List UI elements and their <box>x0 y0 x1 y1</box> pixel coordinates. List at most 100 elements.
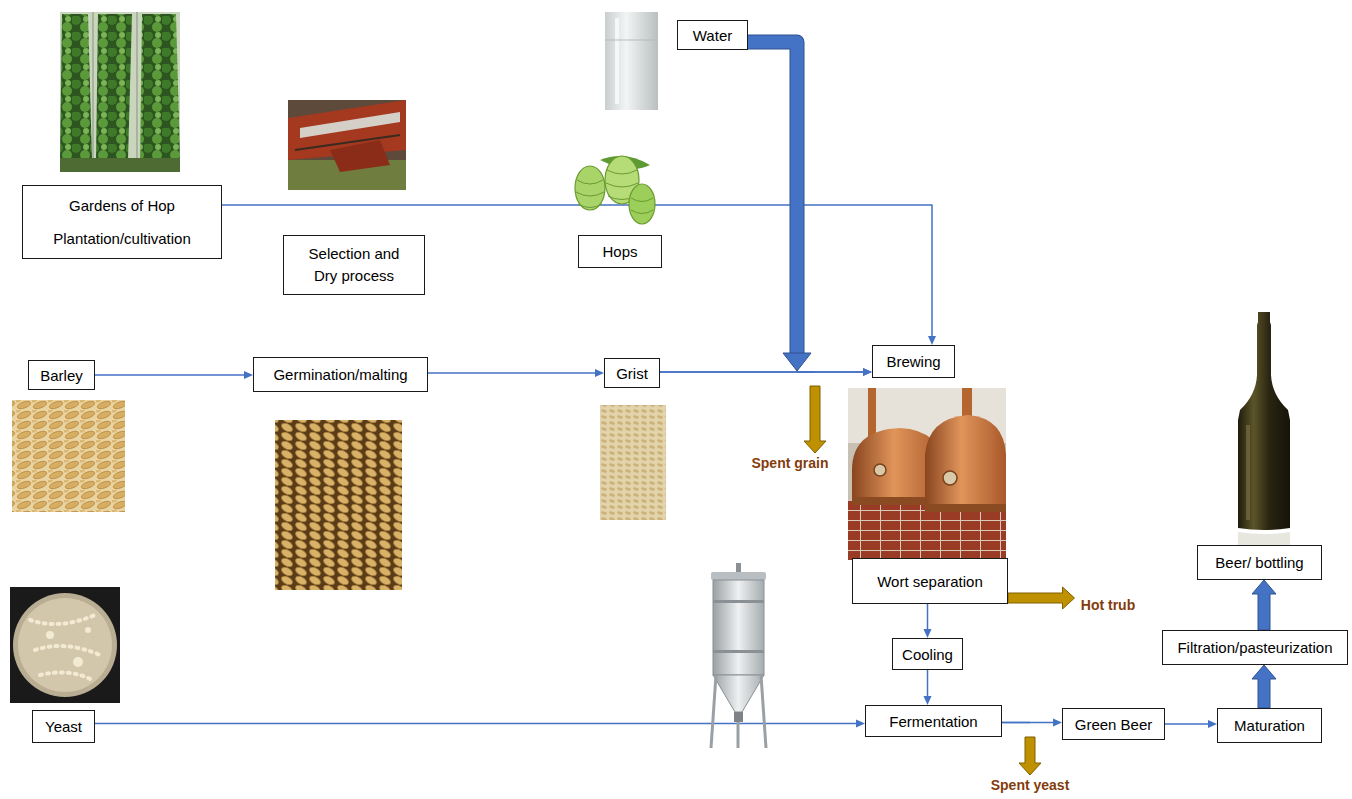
flow-connector <box>660 368 872 376</box>
illustration-part <box>925 415 1006 512</box>
illustration-part <box>848 388 1006 560</box>
arrow-head <box>244 371 253 379</box>
barley-photo <box>12 400 125 512</box>
flow-connector <box>1165 720 1217 728</box>
process-box: Cooling <box>892 638 963 670</box>
process-box: Green Beer <box>1062 708 1165 740</box>
illustration-part <box>288 100 406 190</box>
node-label: Green Beer <box>1075 716 1153 733</box>
illustration-part <box>711 675 716 748</box>
flow-connector <box>1002 719 1062 727</box>
node-label: Filtration/pasteurization <box>1177 639 1332 656</box>
illustration-part <box>605 40 658 41</box>
illustration-part <box>10 587 120 703</box>
process-box: Gardens of Hop Plantation/cultivation <box>22 185 222 259</box>
illustration-part <box>868 388 876 438</box>
flow-connector <box>428 369 604 377</box>
illustration-part <box>93 12 94 160</box>
flow-connector <box>1252 580 1276 630</box>
process-box: Filtration/pasteurization <box>1162 630 1348 665</box>
node-label: Selection and Dry process <box>298 243 410 287</box>
flow-connector <box>924 604 932 638</box>
illustration-part <box>85 627 91 633</box>
beer-bottle-photo <box>1238 312 1290 550</box>
arrow-head <box>924 696 932 705</box>
byproduct-label: Spent grain <box>745 453 835 473</box>
arrow-head <box>924 629 932 638</box>
node-label: Wort separation <box>877 573 983 590</box>
illustration-part <box>60 158 180 172</box>
node-label: Yeast <box>45 718 82 735</box>
connector-line <box>428 372 598 374</box>
illustration-part <box>73 657 83 667</box>
yeast-dish-photo <box>10 587 120 703</box>
illustration-part <box>943 471 957 485</box>
arrow-head <box>863 368 872 376</box>
illustration-part <box>713 580 764 675</box>
flow-connector <box>95 371 253 379</box>
illustration-part <box>140 14 180 160</box>
flow-connector <box>748 42 872 376</box>
illustration-part <box>605 12 658 110</box>
malt-photo <box>275 420 402 590</box>
illustration-part <box>575 166 605 210</box>
illustration-part <box>713 650 764 653</box>
process-box: Brewing <box>872 345 955 378</box>
water-arrow <box>748 42 797 354</box>
node-label: Spent yeast <box>991 777 1070 793</box>
block-arrow <box>1008 587 1075 609</box>
illustration-part <box>576 180 604 208</box>
connector-line <box>222 205 932 339</box>
illustration-part <box>736 563 741 572</box>
process-box: Wort separation <box>852 558 1008 604</box>
water-arrow <box>748 42 797 354</box>
flow-connector <box>660 372 826 453</box>
process-box: Fermentation <box>865 705 1002 737</box>
connector-line <box>95 723 859 725</box>
arrow-head <box>1053 719 1062 727</box>
illustration-part <box>711 572 766 580</box>
node-label: Gardens of Hop Plantation/cultivation <box>31 189 213 255</box>
connector-line <box>1165 723 1211 725</box>
node-label: Water <box>693 27 732 44</box>
flow-connector <box>924 670 932 705</box>
node-label: Brewing <box>886 353 940 370</box>
arrow-head <box>928 336 936 345</box>
connector-line <box>1002 722 1056 724</box>
brew-kettles-photo <box>848 388 1006 560</box>
block-arrow <box>1252 580 1276 630</box>
arrow-head <box>863 368 872 376</box>
flow-connector <box>1002 723 1041 776</box>
node-label: Germination/malting <box>273 366 407 383</box>
process-box: Barley <box>28 360 95 390</box>
flow-connector <box>95 720 865 728</box>
node-label: Hot trub <box>1081 597 1135 613</box>
illustration-part <box>30 615 100 680</box>
illustration-part <box>600 405 666 520</box>
node-label: Spent grain <box>751 455 828 471</box>
illustration-part <box>713 600 764 603</box>
node-label: Barley <box>40 367 83 384</box>
illustration-part <box>12 400 125 512</box>
illustration-part <box>925 504 1006 512</box>
illustration-part <box>13 593 117 697</box>
arrow-head <box>783 353 811 371</box>
process-box: Maturation <box>1217 708 1322 743</box>
illustration-part <box>137 12 138 160</box>
hop-cones-photo <box>575 156 655 224</box>
connector-line <box>927 604 929 632</box>
block-arrow <box>804 386 826 453</box>
flow-connector <box>1008 587 1075 609</box>
grist-photo <box>600 405 666 520</box>
illustration-part <box>734 712 743 722</box>
hop-garden-photo <box>60 12 180 172</box>
water-glass-photo <box>605 12 658 110</box>
node-label: Grist <box>616 365 648 382</box>
illustration-part <box>874 464 886 476</box>
node-label: Fermentation <box>889 713 977 730</box>
connector-line <box>927 670 929 699</box>
illustration-part <box>60 14 92 160</box>
node-label: Cooling <box>902 646 953 663</box>
